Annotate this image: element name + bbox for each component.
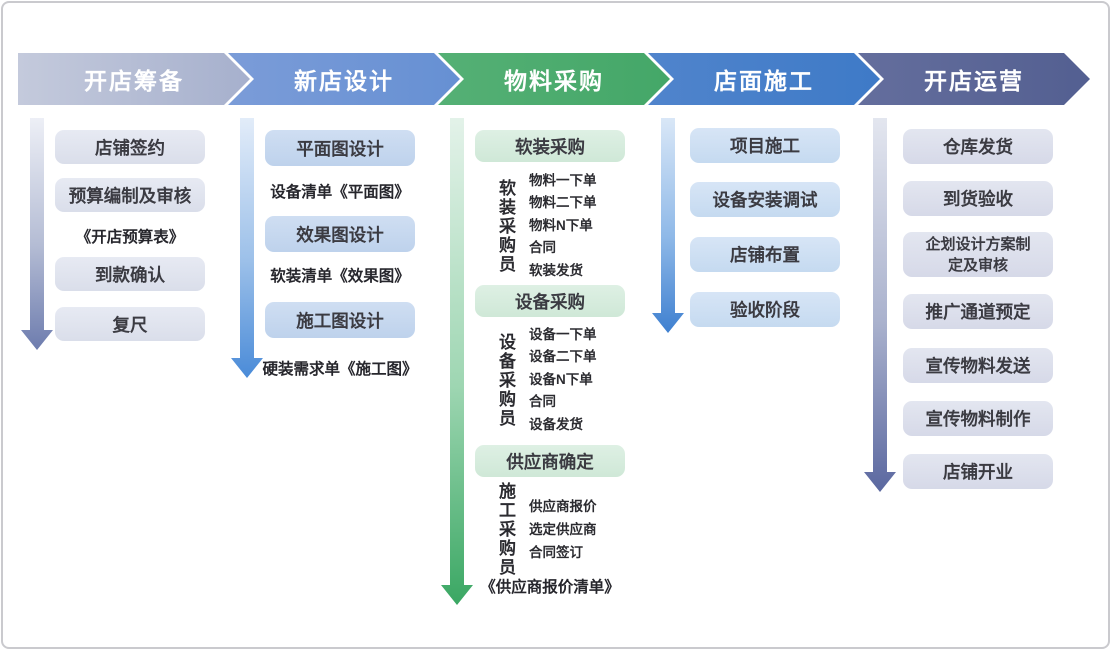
task-item: 合同 xyxy=(529,394,556,410)
flow-arrow-preparation xyxy=(21,118,53,350)
supplier-group: 施工采购员 供应商报价 选定供应商 合同签订 xyxy=(475,481,635,577)
step-construction-drawing-design: 施工图设计 xyxy=(265,302,415,338)
doc-hard-demand-construction-drawing: 硬装需求单《施工图》 xyxy=(262,361,418,378)
step-project-construction: 项目施工 xyxy=(690,128,840,163)
step-promo-material-send: 宣传物料发送 xyxy=(903,348,1053,383)
step-supplier-confirm: 供应商确定 xyxy=(475,445,625,477)
task-item: 合同 xyxy=(529,240,556,256)
task-item: 物料一下单 xyxy=(529,172,597,188)
task-item: 软装发货 xyxy=(529,262,583,278)
step-equipment-procurement: 设备采购 xyxy=(475,285,625,317)
phase-header-procurement: 物料采购 xyxy=(438,53,670,105)
doc-soft-list-render: 软装清单《效果图》 xyxy=(270,268,410,285)
step-store-layout: 店铺布置 xyxy=(690,237,840,272)
step-equipment-install: 设备安装调试 xyxy=(690,182,840,217)
phase-header-operation: 开店运营 xyxy=(858,53,1090,105)
step-promo-channel: 推广通道预定 xyxy=(903,294,1053,329)
task-item: 设备二下单 xyxy=(529,349,597,365)
step-floor-plan-design: 平面图设计 xyxy=(265,130,415,166)
step-acceptance: 验收阶段 xyxy=(690,292,840,327)
flow-arrow-procurement xyxy=(441,118,473,605)
phase-header-design: 新店设计 xyxy=(228,53,460,105)
flow-arrow-design xyxy=(231,118,263,378)
task-item: 物料二下单 xyxy=(529,195,597,211)
step-promo-material-make: 宣传物料制作 xyxy=(903,401,1053,436)
step-budget-review: 预算编制及审核 xyxy=(55,178,205,212)
phase-header-construction: 店面施工 xyxy=(648,53,880,105)
flow-arrow-construction xyxy=(652,118,684,333)
task-item: 设备一下单 xyxy=(529,326,597,342)
step-render-design: 效果图设计 xyxy=(265,216,415,252)
soft-procurement-group: 软装采购员 物料一下单 物料二下单 物料N下单 合同 软装发货 xyxy=(475,169,635,283)
step-payment-confirm: 到款确认 xyxy=(55,257,205,291)
step-warehouse-ship: 仓库发货 xyxy=(903,129,1053,164)
role-soft-buyer: 软装采购员 xyxy=(499,178,516,274)
flow-arrow-operation xyxy=(864,118,896,492)
doc-supplier-quote-list: 《供应商报价清单》 xyxy=(480,579,620,596)
step-soft-procurement: 软装采购 xyxy=(475,130,625,162)
role-construction-buyer: 施工采购员 xyxy=(499,481,516,577)
step-planning-scheme: 企划设计方案制定及审核 xyxy=(903,232,1053,277)
role-equipment-buyer: 设备采购员 xyxy=(499,332,516,428)
phase-header-preparation: 开店筹备 xyxy=(18,53,250,105)
step-store-signing: 店铺签约 xyxy=(55,130,205,164)
step-remeasure: 复尺 xyxy=(55,307,205,341)
doc-equipment-list-floor-plan: 设备清单《平面图》 xyxy=(270,184,410,201)
doc-budget-sheet: 《开店预算表》 xyxy=(75,229,185,246)
task-item: 合同签订 xyxy=(529,544,583,560)
task-item: 物料N下单 xyxy=(529,217,593,233)
equipment-procurement-group: 设备采购员 设备一下单 设备二下单 设备N下单 合同 设备发货 xyxy=(475,323,635,437)
step-store-open: 店铺开业 xyxy=(903,454,1053,489)
task-item: 供应商报价 xyxy=(529,498,597,514)
task-item: 设备发货 xyxy=(529,416,583,432)
task-item: 选定供应商 xyxy=(529,521,597,537)
step-arrival-inspection: 到货验收 xyxy=(903,181,1053,216)
task-item: 设备N下单 xyxy=(529,371,593,387)
